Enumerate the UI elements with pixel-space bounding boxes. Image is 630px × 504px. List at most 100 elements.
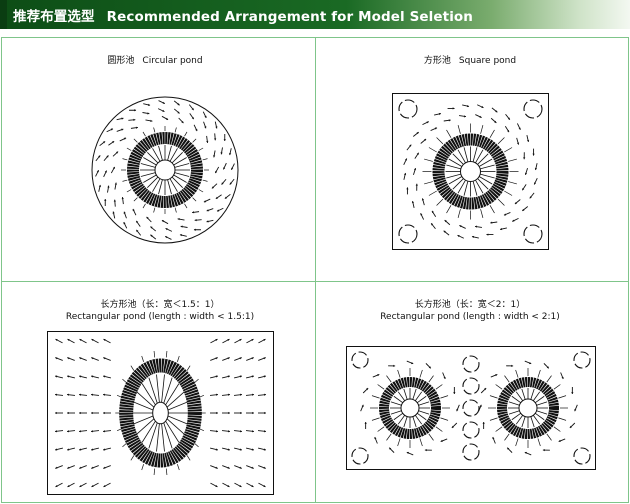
outer-spoke [142, 131, 146, 137]
flow-arrow-head [67, 357, 70, 360]
inner-spoke [452, 153, 464, 165]
flow-arrow-head [423, 138, 427, 142]
flow-arrow-head [406, 451, 409, 455]
flow-arrow-head [459, 225, 462, 228]
inner-spoke [532, 415, 541, 425]
inner-spoke [412, 388, 417, 400]
flow-arrow-head [103, 411, 105, 415]
flow-arrow-head [263, 375, 266, 378]
flow-arrow-head [227, 448, 230, 451]
flow-arrow-head [91, 339, 94, 342]
flow-arrow-head [434, 127, 438, 130]
inner-spoke [158, 145, 163, 161]
flow-arrow-head [55, 411, 57, 415]
flow-arrow-head [507, 117, 510, 120]
rect-pond-15-diagram [47, 331, 274, 495]
flow-arrow-head [239, 484, 242, 487]
flow-arrow-head [215, 393, 218, 396]
flow-arrow-head [55, 466, 58, 469]
middle-eddy [462, 355, 480, 373]
outer-spoke [371, 395, 380, 399]
flow-arrow-head [404, 158, 407, 161]
inner-spoke [446, 173, 461, 179]
flow-arrow-head [55, 357, 58, 360]
panel-rect15-label-en: Rectangular pond (length : width < 1.5:1… [65, 312, 255, 322]
inner-spoke [390, 410, 402, 415]
flow-arrow-head [150, 226, 153, 229]
flow-arrow-head [150, 119, 153, 122]
flow-arrow-head [217, 209, 220, 212]
inner-spoke [448, 158, 463, 167]
inner-spoke [174, 163, 190, 168]
flow-arrow-head [136, 229, 139, 233]
flow-arrow-head [364, 421, 367, 424]
flow-arrow-head [55, 448, 58, 451]
flow-arrow-head [251, 339, 254, 342]
panel-square-label-cn: 方形池 [423, 56, 451, 66]
inner-spoke [141, 420, 156, 443]
inner-spoke [448, 176, 463, 185]
flow-arrow-head [91, 484, 94, 487]
flow-arrow-head [440, 439, 443, 442]
flow-arrow-head [471, 235, 475, 239]
flow-arrow-head [457, 235, 460, 238]
flow-arrow-head [123, 211, 126, 214]
middle-eddy [462, 399, 480, 417]
flow-arrow-head [571, 392, 574, 395]
outer-spoke [397, 438, 401, 447]
inner-spoke [446, 164, 461, 170]
outer-spoke [174, 127, 177, 133]
outer-spoke [199, 395, 205, 398]
flow-arrow-head [479, 404, 482, 407]
inner-spoke [167, 179, 172, 195]
flow-arrow-head [91, 430, 94, 433]
inner-spoke [161, 374, 165, 403]
flow-arrow-head [452, 107, 455, 110]
flow-arrow-head [263, 466, 266, 469]
flow-arrow-head [91, 466, 94, 469]
corner-eddy [573, 447, 591, 465]
inner-spoke [417, 395, 427, 404]
outer-spoke [440, 417, 449, 421]
inner-spoke [403, 388, 408, 400]
flow-arrow-head [227, 339, 230, 342]
header-title-en: Recommended Arrangement for Model Seleti… [106, 8, 474, 25]
rect-pond-2-diagram [346, 346, 596, 470]
flow-arrow-head [79, 466, 82, 469]
flow-arrow-head [366, 388, 369, 391]
flow-arrow-head [215, 448, 218, 451]
flow-arrow-head [204, 115, 207, 118]
panel-rect15-label-cn: 长方形池（长：宽＜1.5：1） [100, 300, 220, 310]
flow-arrow-head [206, 140, 209, 143]
corner-eddy [523, 224, 543, 244]
flow-arrow-head [542, 448, 545, 452]
inner-spoke [511, 395, 521, 404]
inner-spoke [463, 181, 469, 196]
flow-arrow-head [98, 184, 101, 188]
flow-arrow-head [406, 187, 409, 190]
flow-arrow-head [112, 211, 115, 214]
flow-arrow-head [165, 236, 168, 239]
flow-arrow-head [113, 199, 116, 202]
flow-arrow-head [416, 132, 419, 135]
flow-arrow-head [223, 167, 226, 170]
flow-arrow-head [204, 126, 207, 129]
inner-spoke [165, 383, 180, 406]
flow-arrow-head [216, 411, 218, 415]
outer-spoke [508, 158, 517, 162]
outer-spoke [515, 369, 519, 378]
flow-arrow-head [411, 361, 414, 365]
flow-arrow-head [215, 375, 218, 378]
inner-spoke [390, 401, 402, 406]
flow-arrow-head [165, 228, 168, 231]
outer-spoke [504, 375, 510, 383]
outer-spoke [428, 147, 437, 153]
inner-spoke [169, 148, 178, 162]
outer-spoke [497, 198, 505, 206]
outer-spoke [428, 190, 437, 196]
flow-arrow-head [561, 376, 564, 379]
outer-spoke [177, 463, 180, 471]
flow-arrow-head [79, 357, 82, 360]
panel-rect2-label-cn: 长方形池（长：宽＜2：1） [414, 300, 526, 310]
flow-arrow-head [479, 115, 482, 118]
